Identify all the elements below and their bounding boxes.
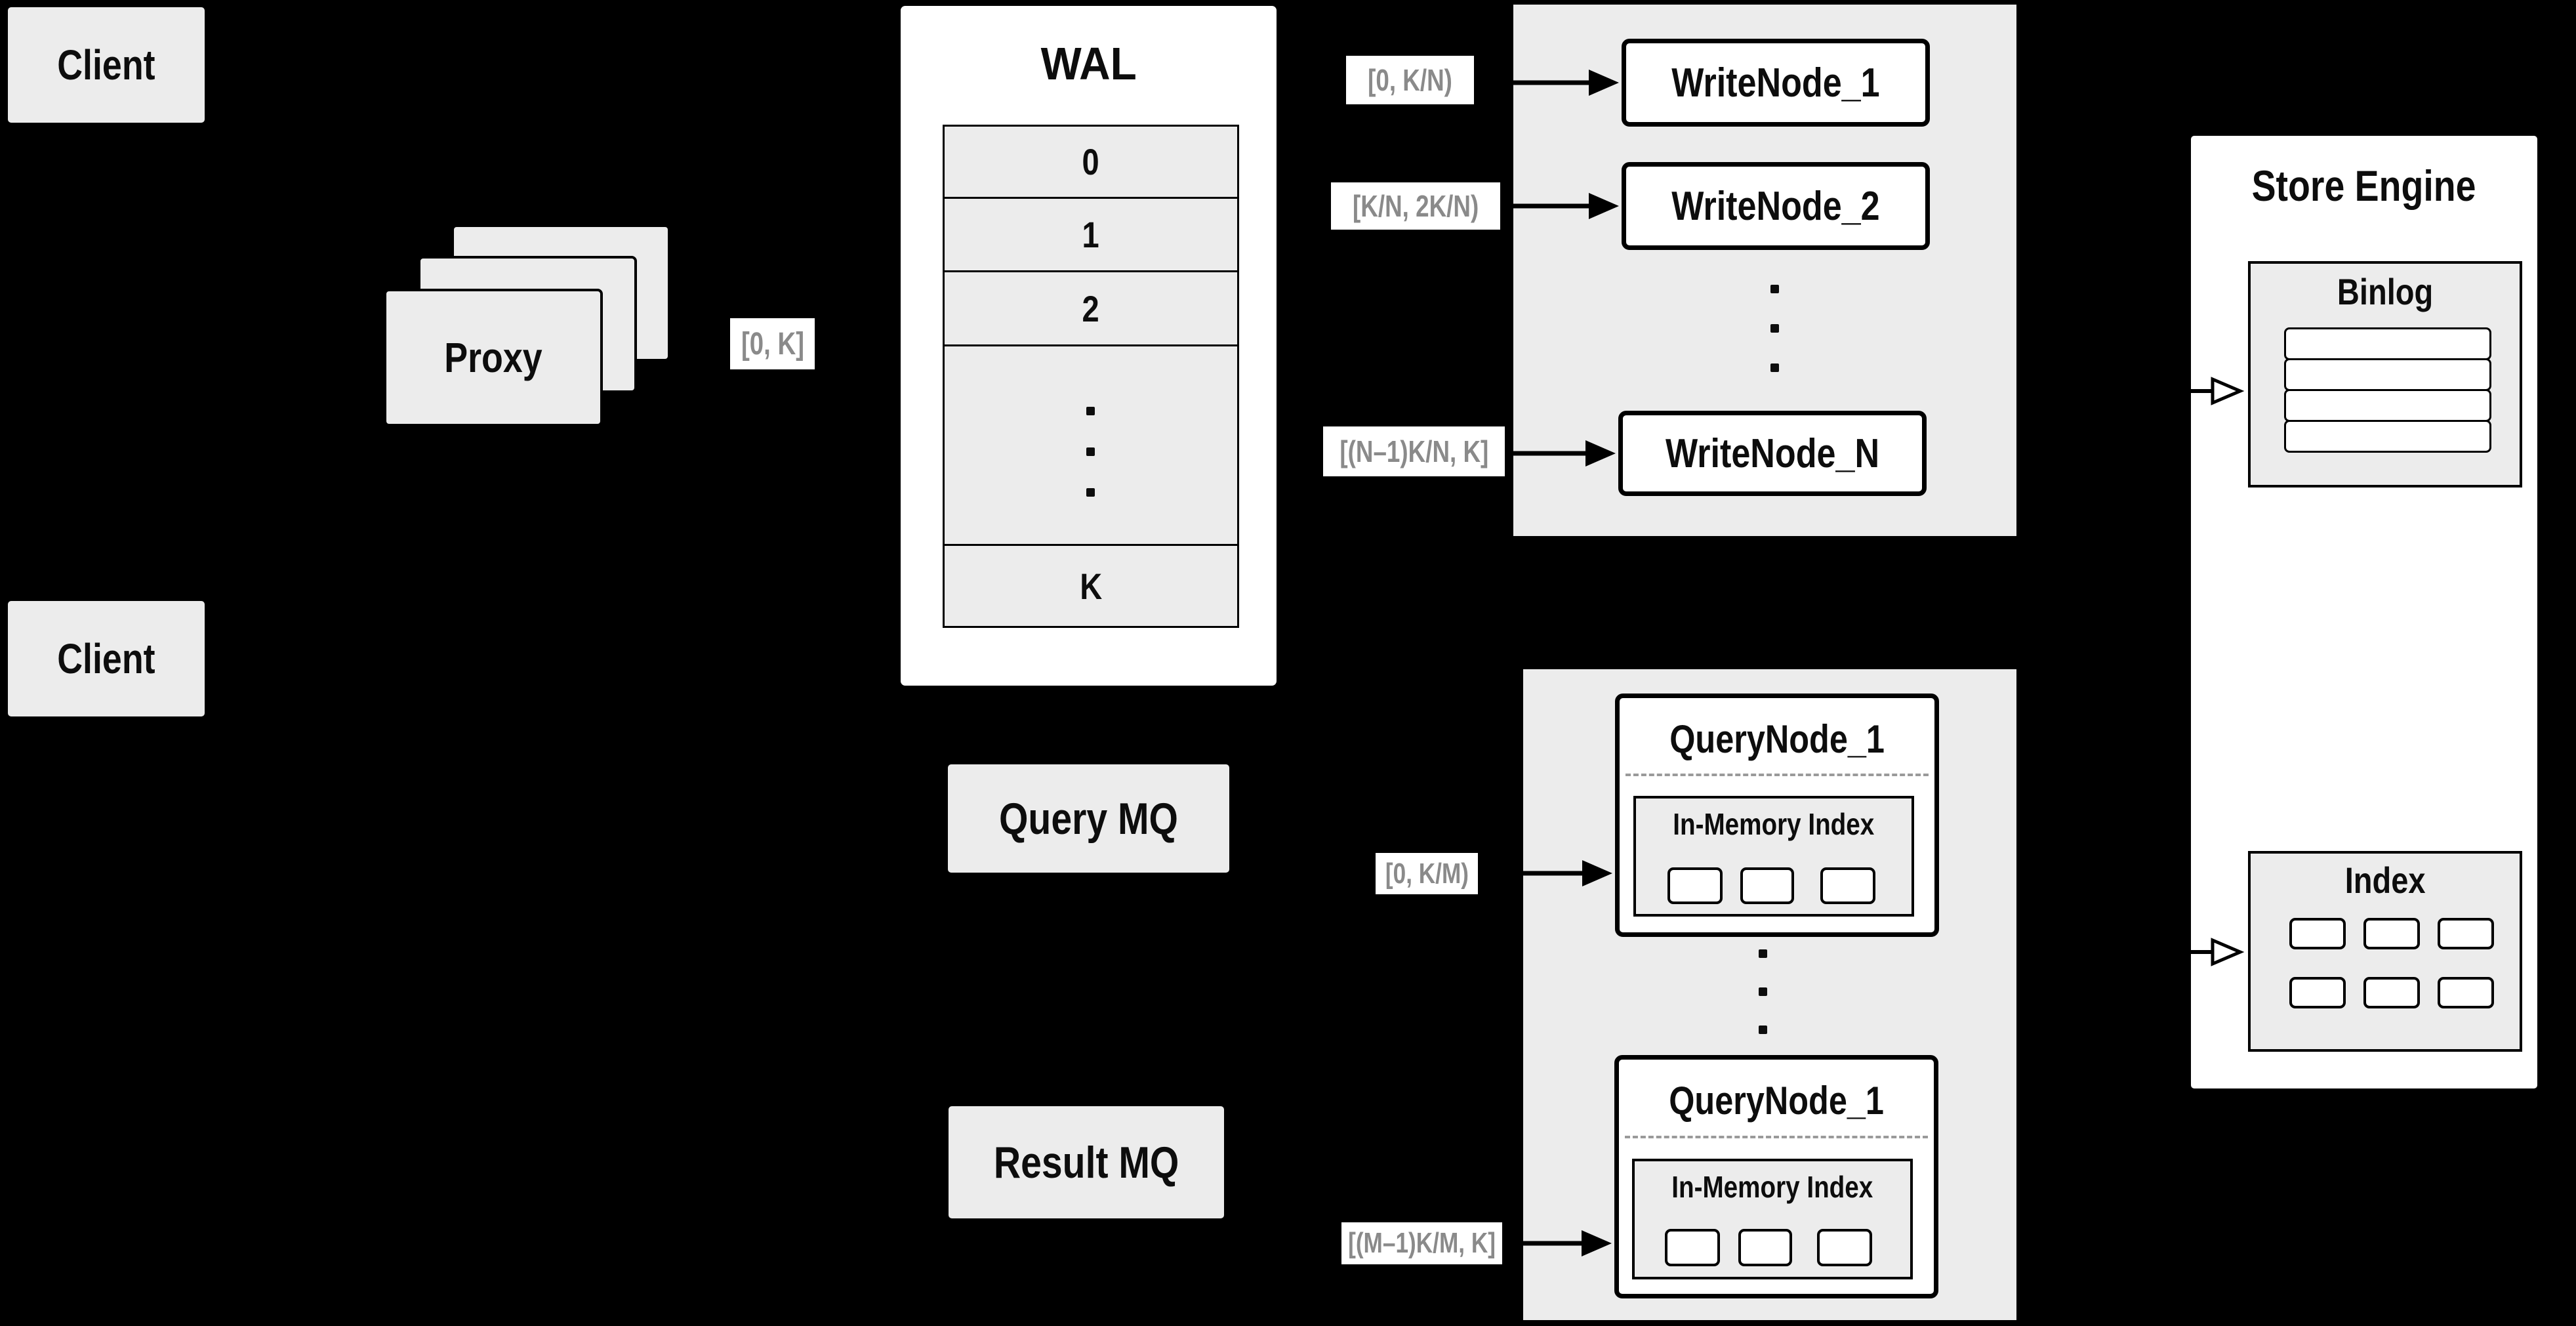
wal-title-row: WAL xyxy=(901,37,1277,90)
segment-cell xyxy=(1667,867,1723,904)
write-ellipsis-dot xyxy=(1770,324,1779,333)
result-mq-label: Result MQ xyxy=(993,1137,1179,1188)
wal-ellipsis-dot xyxy=(1086,447,1095,456)
index-cell xyxy=(2363,918,2420,949)
write-node-2-label: WriteNode_2 xyxy=(1671,183,1880,229)
arrow-to-query-node-top xyxy=(1480,860,1612,886)
wal-ellipsis-dot xyxy=(1086,488,1095,497)
query-node-bottom-title: QueryNode_1 xyxy=(1669,1079,1884,1123)
range-label-write-1: [0, K/N) xyxy=(1346,56,1474,104)
wal-table: 0 1 2 K xyxy=(943,125,1239,628)
index-panel: Index xyxy=(2248,851,2522,1052)
client-box-bottom: Client xyxy=(6,599,207,718)
binlog-panel: Binlog xyxy=(2248,261,2522,487)
segment-cell xyxy=(1738,1229,1792,1266)
write-ellipsis-dot xyxy=(1770,285,1779,293)
write-ellipsis-dot xyxy=(1770,363,1779,372)
index-cell xyxy=(2289,918,2346,949)
arrow-to-query-node-bottom xyxy=(1504,1230,1612,1256)
proxy-label: Proxy xyxy=(444,334,542,381)
index-cell xyxy=(2438,918,2494,949)
query-node-bottom-separator xyxy=(1625,1136,1928,1138)
binlog-row xyxy=(2284,389,2491,422)
index-title: Index xyxy=(2344,860,2426,901)
write-node-n: WriteNode_N xyxy=(1618,411,1927,496)
query-ellipsis-dot xyxy=(1759,1026,1767,1034)
arrow-to-index xyxy=(2189,938,2245,966)
index-cell xyxy=(2289,977,2346,1008)
proxy-box: Proxy xyxy=(384,289,603,426)
in-memory-index-top-title: In-Memory Index xyxy=(1673,807,1875,841)
wal-row-0: 0 xyxy=(945,127,1237,199)
segment-cell xyxy=(1820,867,1875,904)
range-label-write-2: [K/N, 2K/N) xyxy=(1331,182,1500,230)
wal-title: WAL xyxy=(1040,38,1137,89)
query-ellipsis-dot xyxy=(1759,949,1767,958)
wal-row-ellipsis xyxy=(945,346,1237,546)
query-mq-box: Query MQ xyxy=(946,762,1231,875)
binlog-title: Binlog xyxy=(2337,271,2434,312)
binlog-row xyxy=(2284,327,2491,360)
arrow-to-write-node-2 xyxy=(1502,193,1619,219)
wal-row-k: K xyxy=(945,546,1237,626)
in-memory-index-bottom-title: In-Memory Index xyxy=(1671,1170,1873,1204)
range-label-query-m: [(M–1)K/M, K] xyxy=(1341,1222,1502,1264)
segment-cell xyxy=(1665,1229,1720,1266)
arrow-to-write-node-1 xyxy=(1476,70,1619,96)
binlog-row xyxy=(2284,420,2491,453)
write-node-1-label: WriteNode_1 xyxy=(1671,60,1880,106)
binlog-row xyxy=(2284,358,2491,391)
client-top-label: Client xyxy=(57,41,155,89)
write-node-2: WriteNode_2 xyxy=(1622,162,1930,250)
query-ellipsis-dot xyxy=(1759,987,1767,996)
client-bottom-label: Client xyxy=(57,635,155,682)
write-node-1: WriteNode_1 xyxy=(1622,39,1930,127)
arrow-to-write-node-n xyxy=(1507,440,1616,466)
wal-ellipsis-dot xyxy=(1086,407,1095,415)
wal-row-2: 2 xyxy=(945,272,1237,346)
segment-cell xyxy=(1740,867,1794,904)
write-node-n-label: WriteNode_N xyxy=(1665,430,1880,476)
query-node-top-separator xyxy=(1625,774,1929,776)
result-mq-box: Result MQ xyxy=(947,1104,1226,1220)
segment-cell xyxy=(1817,1229,1872,1266)
range-label-proxy-wal: [0, K] xyxy=(730,318,815,369)
range-label-query-1: [0, K/M) xyxy=(1376,853,1478,894)
query-node-top-title: QueryNode_1 xyxy=(1669,717,1885,761)
index-cell xyxy=(2363,977,2420,1008)
arrow-to-binlog xyxy=(2189,377,2245,405)
query-mq-label: Query MQ xyxy=(999,793,1178,844)
client-box-top: Client xyxy=(6,5,207,125)
index-cell xyxy=(2438,977,2494,1008)
range-label-write-n: [(N–1)K/N, K] xyxy=(1323,426,1505,476)
wal-row-1: 1 xyxy=(945,199,1237,272)
binlog-rows xyxy=(2284,327,2491,453)
store-engine-title: Store Engine xyxy=(2252,161,2476,210)
